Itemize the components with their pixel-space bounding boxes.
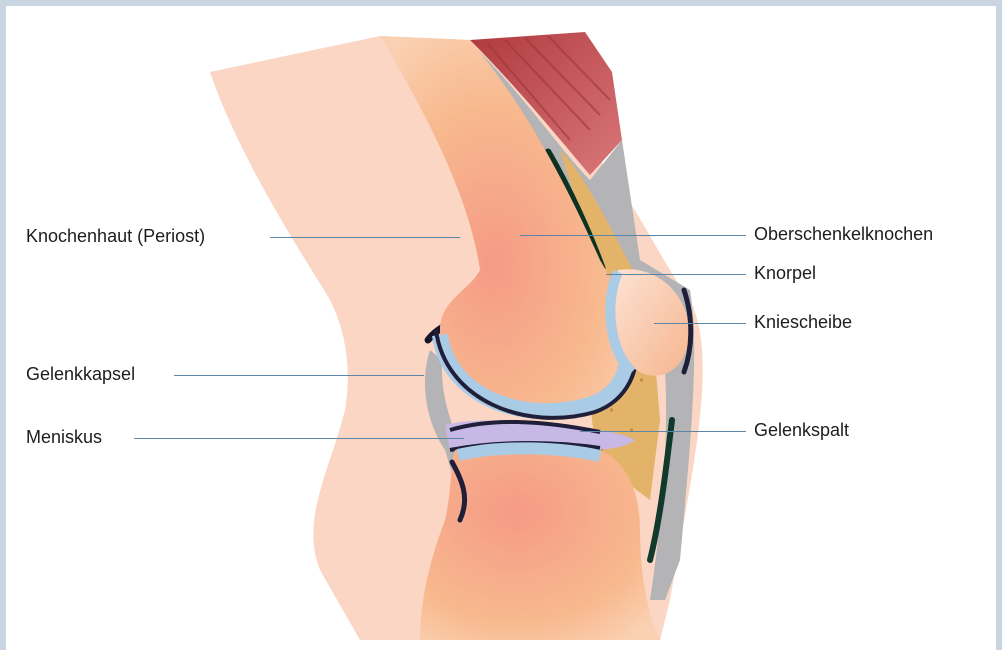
label-kniescheibe: Kniescheibe xyxy=(754,311,852,333)
label-oberschenkel: Oberschenkelknochen xyxy=(754,223,933,245)
leader-line-oberschenkel xyxy=(520,235,746,236)
leader-line-gelenkkapsel xyxy=(174,375,424,376)
label-periost: Knochenhaut (Periost) xyxy=(26,225,205,247)
label-gelenkspalt: Gelenkspalt xyxy=(754,419,849,441)
label-gelenkkapsel: Gelenkkapsel xyxy=(26,363,135,385)
leader-line-knorpel xyxy=(606,274,746,275)
leader-line-gelenkspalt xyxy=(580,431,746,432)
label-knorpel: Knorpel xyxy=(754,262,816,284)
leader-line-kniescheibe xyxy=(654,323,746,324)
label-meniskus: Meniskus xyxy=(26,426,102,448)
leader-line-periost xyxy=(270,237,460,238)
leader-line-meniskus xyxy=(134,438,464,439)
